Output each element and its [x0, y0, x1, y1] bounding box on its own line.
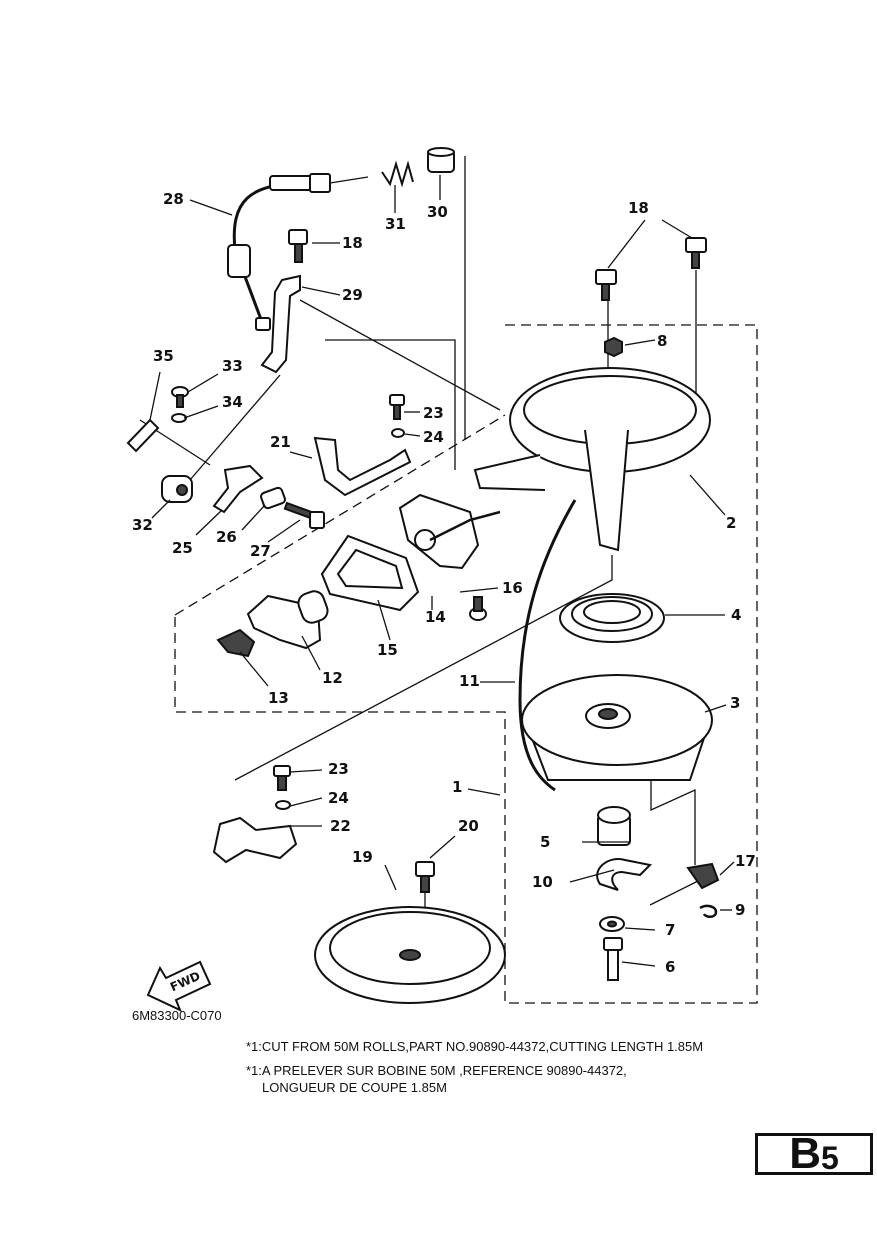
cable-28	[227, 173, 369, 331]
callout-18-right: 18	[628, 199, 649, 217]
cap-13	[216, 628, 256, 658]
callout-30: 30	[427, 203, 448, 221]
lever-25	[212, 464, 264, 514]
spiral-spring-4	[559, 593, 665, 643]
callout-9: 9	[735, 901, 745, 919]
callout-25: 25	[172, 539, 193, 557]
callout-15: 15	[377, 641, 398, 659]
callout-16: 16	[502, 579, 523, 597]
collar-26	[260, 486, 286, 510]
callout-23-lower: 23	[328, 760, 349, 778]
callout-29: 29	[342, 286, 363, 304]
leader-lines	[149, 175, 735, 967]
bolt-20	[415, 861, 435, 893]
callout-22: 22	[330, 817, 351, 835]
callout-5: 5	[540, 833, 550, 851]
handle-12	[246, 590, 329, 650]
callout-21: 21	[270, 433, 291, 451]
bolt-18-right-a	[595, 269, 617, 301]
note-french-line-1: *1:A PRELEVER SUR BOBINE 50M ,REFERENCE …	[246, 1063, 627, 1078]
page-id-number: 5	[820, 1140, 839, 1176]
nut-8	[604, 336, 623, 358]
rope-guide-14	[398, 493, 480, 570]
bolt-6	[603, 937, 623, 981]
fwd-arrow-icon: FWD	[146, 960, 212, 1012]
note-english: *1:CUT FROM 50M ROLLS,PART NO.90890-4437…	[246, 1039, 704, 1054]
holder-32	[161, 475, 193, 503]
link-35	[126, 418, 160, 453]
callout-26: 26	[216, 528, 237, 546]
bracket-22	[212, 816, 298, 864]
plate-17	[686, 862, 720, 890]
drawing-code: 6M83300-C070	[132, 1008, 222, 1023]
washer-24-upper	[391, 428, 405, 438]
note-french-line-2: LONGUEUR DE COUPE 1.85M	[262, 1080, 447, 1095]
spring-9	[699, 904, 718, 918]
callout-numbers: 28 18 29 30 31 18 8 2 4 3 11 1 5 10 17 9…	[132, 190, 756, 976]
callout-7: 7	[665, 921, 675, 939]
spring-31	[381, 160, 414, 188]
bracket-21	[313, 436, 412, 497]
bolt-23-lower	[273, 765, 291, 791]
callout-11: 11	[459, 672, 480, 690]
page-id-box: B 5	[755, 1129, 873, 1178]
grommet-15	[320, 534, 420, 612]
callout-12: 12	[322, 669, 343, 687]
starter-case-19	[314, 906, 506, 1004]
callout-34: 34	[222, 393, 243, 411]
clip-10	[596, 858, 653, 891]
assembly-boundary-upper	[174, 414, 506, 616]
drive-pawl-5	[597, 806, 631, 846]
callout-14: 14	[425, 608, 446, 626]
callout-3: 3	[730, 694, 740, 712]
bolt-18-left	[288, 229, 308, 263]
bolt-18-right-b	[685, 237, 707, 269]
bracket-29	[260, 274, 301, 374]
callout-31: 31	[385, 215, 406, 233]
callout-4: 4	[731, 606, 741, 624]
callout-24-upper: 24	[423, 428, 444, 446]
screw-33	[171, 386, 189, 408]
callout-1: 1	[452, 778, 462, 796]
page-id-letter: B	[789, 1129, 821, 1178]
sleeve-30	[427, 147, 455, 173]
rope-11	[518, 499, 577, 792]
callout-35: 35	[153, 347, 174, 365]
bolt-23-upper	[389, 394, 405, 420]
callout-28: 28	[163, 190, 184, 208]
bolt-16	[469, 596, 487, 621]
callout-6: 6	[665, 958, 675, 976]
callout-8: 8	[657, 332, 667, 350]
callout-17: 17	[735, 852, 756, 870]
callout-32: 32	[132, 516, 153, 534]
callout-19: 19	[352, 848, 373, 866]
rope-11-guide-segment	[429, 510, 501, 542]
pulley-3	[521, 674, 713, 781]
callout-24-lower: 24	[328, 789, 349, 807]
washer-24-lower	[275, 800, 291, 810]
callout-23-upper: 23	[423, 404, 444, 422]
callout-27: 27	[250, 542, 271, 560]
callout-2: 2	[726, 514, 736, 532]
callout-20: 20	[458, 817, 479, 835]
bolt-27	[283, 501, 325, 529]
callout-33: 33	[222, 357, 243, 375]
callout-13: 13	[268, 689, 289, 707]
callout-18-left: 18	[342, 234, 363, 252]
washer-7	[599, 916, 625, 932]
washer-34	[171, 413, 187, 423]
callout-10: 10	[532, 873, 553, 891]
starter-housing-2	[473, 367, 711, 552]
